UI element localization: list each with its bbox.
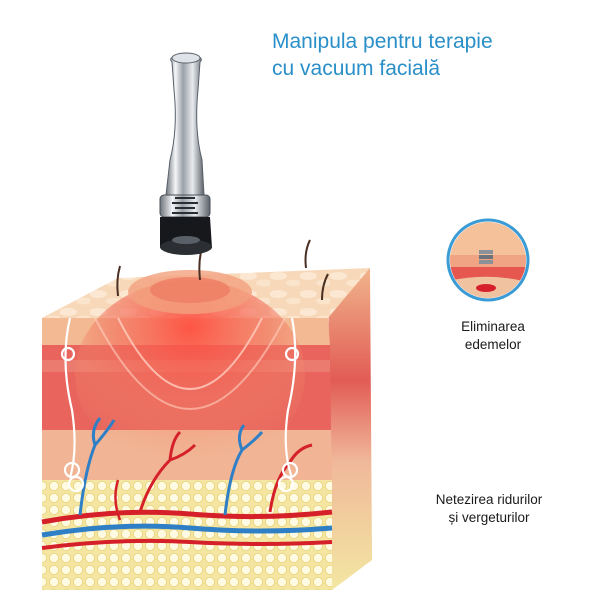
vacuum-handpiece [159,52,212,255]
benefit-2-line-1: Netezirea ridurilor [435,492,543,507]
benefit-caption-wrinkles: Netezirea ridurilor și vergeturilor [409,491,569,527]
title-line-2: cu vacuum facială [272,57,441,80]
nerve-fibers [60,317,300,493]
edema-removal-icon [446,218,530,302]
page-title: Manipula pentru terapie cu vacuum facial… [272,28,602,82]
skin-cross-section [41,239,372,590]
benefit-caption-edema: Eliminarea edemelor [413,318,573,354]
title-line-1: Manipula pentru terapie [272,30,493,53]
vacuum-effect-zone [75,280,305,470]
benefit-1-line-2: edemelor [464,337,522,352]
benefit-2-line-2: și vergeturilor [448,510,530,525]
benefit-1-line-1: Eliminarea [461,319,525,334]
skin-block-side [328,268,372,590]
fat-layer [42,480,332,590]
hairs [116,239,329,301]
blood-vessels [41,417,333,550]
